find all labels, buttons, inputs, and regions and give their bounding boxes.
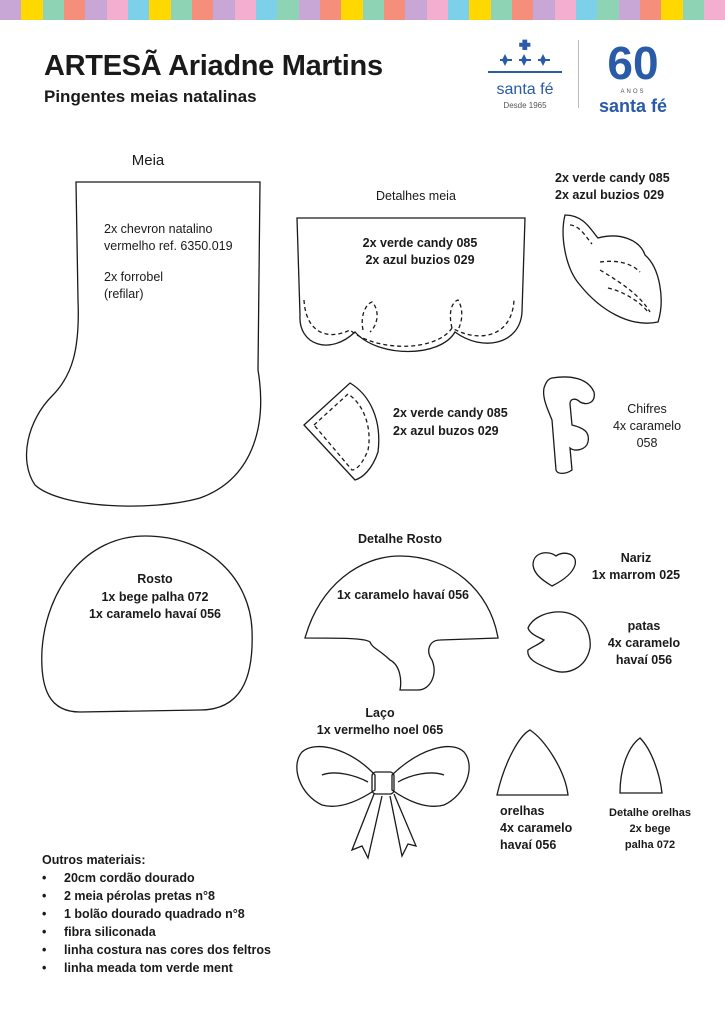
material-item: fibra siliconada [42,923,271,941]
stripe-segment [298,0,320,20]
cuff-label-2: 2x azul buzios 029 [365,253,475,267]
stripe-segment [362,0,384,20]
stripe-segment [213,0,235,20]
stripe-segment [42,0,64,20]
face-title: Rosto [137,572,173,586]
logo-since: Desde 1965 [503,101,547,110]
material-item: 20cm cordão dourado [42,869,271,887]
anniversary-anos: ANOS [620,89,646,95]
bow-label: 1x vermelho noel 065 [316,723,444,737]
stripe-segment [597,0,619,20]
stripe-segment [426,0,448,20]
materials-title: Outros materiais: [42,853,146,867]
stripe-segment [661,0,683,20]
stripe-segment [0,0,22,20]
ear-label-1: 4x caramelo [500,821,573,835]
stripe-segment [106,0,128,20]
material-item: 1 bolão dourado quadrado n°8 [42,905,271,923]
stocking-title: Meia [131,152,165,169]
stocking-label-1: 2x chevron natalino [104,222,213,236]
antler-shape [542,376,595,475]
anniversary-brand: santa fé [598,96,668,116]
bow-shape [296,745,470,860]
color-stripe [0,0,725,20]
ear-shape [496,729,569,796]
stripe-segment [469,0,491,20]
logo-brand: santa fé [496,81,554,98]
page-title: ARTESÃ Ariadne Martins [44,50,383,82]
materials-list: Outros materiais: 20cm cordão dourado 2 … [42,851,271,977]
stripe-segment [277,0,299,20]
stripe-segment [533,0,555,20]
cuff-title: Detalhes meia [376,189,456,203]
ear-detail-label-1: 2x bege [629,823,671,835]
wedge-label-2: 2x azul buzos 029 [393,424,499,438]
stripe-segment [149,0,171,20]
material-item: linha costura nas cores dos feltros [42,941,271,959]
stripe-segment [554,0,576,20]
stripe-segment [490,0,512,20]
ear-detail-label-2: palha 072 [624,839,676,851]
ear-title: orelhas [500,804,545,818]
stripe-segment [21,0,43,20]
anniversary-number: 60 [607,37,659,89]
material-item: 2 meia pérolas pretas n°8 [42,887,271,905]
stocking-label-2: vermelho ref. 6350.019 [104,239,233,253]
stripe-segment [511,0,534,20]
face-detail-shape [304,555,499,691]
paw-title: patas [627,619,661,633]
stocking-shape [25,181,262,507]
ear-detail-shape [619,737,663,794]
leaf-shape [562,214,662,324]
antler-title: Chifres [627,402,667,416]
face-detail-label: 1x caramelo havaí 056 [336,588,470,602]
stocking-label-4: (refilar) [104,287,144,301]
material-item: linha meada tom verde ment [42,959,271,977]
face-shape [41,535,253,713]
stripe-segment [703,0,725,20]
nose-label: 1x marrom 025 [591,568,681,582]
nose-shape [532,552,577,587]
santa-fe-logo: santa fé Desde 1965 [484,38,566,111]
stripe-segment [191,0,214,20]
stripe-segment [127,0,150,20]
paw-shape [527,611,591,673]
stripe-segment [682,0,704,20]
ear-detail-title: Detalhe orelhas [609,807,691,819]
stripe-segment [383,0,406,20]
stripe-segment [85,0,107,20]
stripe-segment [319,0,342,20]
face-label-2: 1x caramelo havaí 056 [88,607,222,621]
stars-cross-icon [488,39,562,73]
face-detail-title: Detalhe Rosto [357,532,443,546]
stripe-segment [255,0,278,20]
leaf-label-1: 2x verde candy 085 [555,171,670,185]
bow-title: Laço [365,706,395,720]
stocking-cuff-shape [296,217,526,353]
stripe-segment [234,0,256,20]
ear-label-2: havaí 056 [500,838,557,852]
nose-title: Nariz [620,551,652,565]
stripe-segment [63,0,86,20]
page-subtitle: Pingentes meias natalinas [44,87,257,106]
face-label-1: 1x bege palha 072 [101,590,209,604]
wedge-label-1: 2x verde candy 085 [393,406,508,420]
stripe-segment [341,0,363,20]
anniversary-logo: 60 ANOS santa fé [588,38,678,116]
cuff-label-1: 2x verde candy 085 [362,236,478,250]
stocking-label-3: 2x forrobel [104,270,164,284]
paw-label-1: 4x caramelo [607,636,681,650]
wedge-shape [303,382,380,481]
stripe-segment [170,0,192,20]
stripe-segment [447,0,470,20]
stripe-segment [405,0,427,20]
stripe-segment [618,0,640,20]
stripe-segment [639,0,662,20]
logo-divider [578,40,579,108]
paw-label-2: havaí 056 [615,653,673,667]
stripe-segment [575,0,598,20]
antler-label-2: 058 [636,436,658,450]
antler-label-1: 4x caramelo [612,419,682,433]
leaf-label-2: 2x azul buzios 029 [555,188,665,202]
